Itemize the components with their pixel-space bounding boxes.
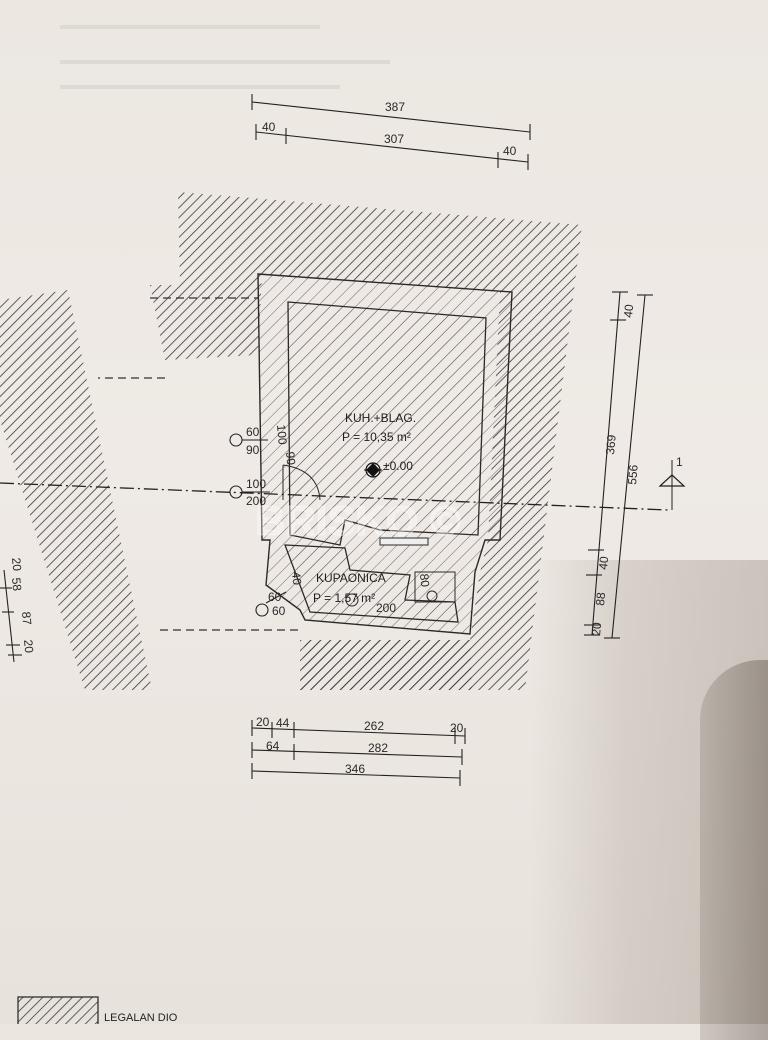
dim-right-3: 40 [596,555,611,570]
room-bath-name: KUPAONICA [316,571,386,585]
dim-top-right: 40 [503,144,517,158]
label-bath-a: 40 [289,571,304,586]
dim-bottom-r1-a: 20 [256,715,270,729]
label-wall-a: 100 [274,424,290,445]
room-main-level: ±0.00 [383,459,413,473]
dim-bottom-r1-d: 20 [450,721,464,735]
neighbor-wall-left [0,290,152,690]
room-bath-area: P = 1,57 m² [313,591,375,605]
top-dimension-lines [251,94,531,170]
dim-right-4: 88 [593,591,608,606]
dim-right-1: 40 [621,303,636,318]
opening-marker-3 [255,591,287,617]
dashed-outlines [98,297,300,631]
dim-right-5: 20 [589,621,604,636]
right-dimension-lines [584,291,653,639]
opening-1-bottom: 90 [246,443,260,457]
dim-bottom-r1-c: 262 [364,719,384,733]
dim-left-2: 58 [9,577,24,592]
opening-3-top: 60 [268,590,282,604]
section-axis-line [0,482,669,511]
dim-left-1: 20 [9,557,24,572]
dim-top-overall: 387 [385,100,405,114]
label-bath-b: 80 [417,573,432,588]
section-mark: 1 [676,455,683,469]
opening-marker-1 [229,433,268,447]
label-bath-c: 200 [376,601,396,615]
dim-bottom-r1-b: 44 [276,716,290,730]
opening-2-bottom: 200 [246,494,266,508]
level-marker-icon [364,462,382,478]
dim-bottom-r3: 346 [345,762,365,776]
opening-2-top: 100 [246,477,266,491]
watermark: BRISKO © [255,497,461,544]
dim-left-4: 20 [21,639,36,654]
building-walls [257,273,513,635]
dim-top-middle: 307 [384,132,404,146]
dim-right-overall: 556 [625,464,641,485]
opening-marker-2 [229,485,270,499]
bottom-dimension-lines [251,720,466,786]
label-door-b: 90 [283,451,298,466]
legend-swatch [17,996,99,1024]
dim-bottom-r2-b: 282 [368,741,388,755]
section-arrow-icon [658,460,686,510]
dim-bottom-r2-a: 64 [266,739,280,753]
legend-label: LEGALAN DIO [104,1012,178,1024]
dim-top-left: 40 [262,120,276,134]
dim-right-2: 369 [603,434,619,455]
opening-1-top: 60 [246,425,260,439]
room-main-area: P = 10,35 m² [342,430,411,444]
lower-wall-block [300,640,472,690]
shadow-overlay-dark [700,660,768,1040]
opening-3-bottom: 60 [272,604,286,618]
faint-background-text [60,25,390,89]
room-main-name: KUH.+BLAG. [345,411,416,425]
left-dimension-lines [0,569,22,663]
dim-left-3: 87 [19,611,34,626]
